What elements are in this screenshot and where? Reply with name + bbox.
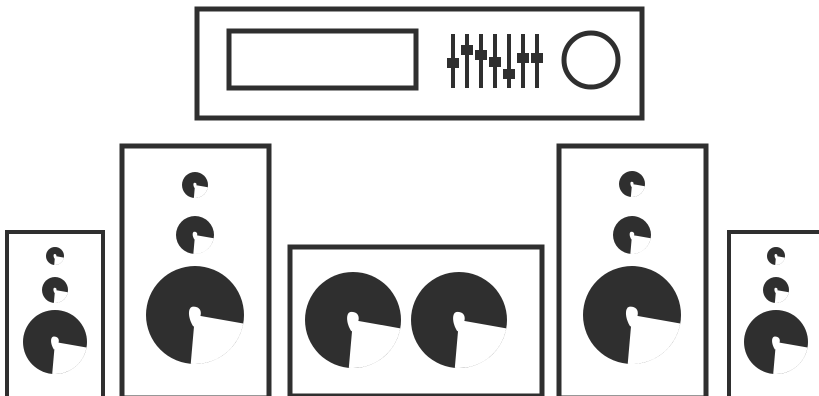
driver-cone-icon bbox=[42, 277, 68, 303]
speaker-front-left-icon bbox=[122, 146, 269, 396]
driver-cone-icon bbox=[23, 310, 87, 374]
driver-cone-icon bbox=[305, 272, 401, 368]
driver-cone-icon bbox=[182, 172, 208, 198]
equalizer-sliders-icon bbox=[447, 34, 543, 88]
speaker-front-right-icon bbox=[559, 146, 706, 396]
driver-cone-icon bbox=[763, 277, 789, 303]
volume-knob-icon bbox=[564, 33, 618, 87]
driver-cone-icon bbox=[744, 310, 808, 374]
driver-cone-icon bbox=[411, 272, 507, 368]
speaker-rear-right-icon bbox=[729, 232, 819, 396]
subwoofer-icon bbox=[290, 247, 542, 396]
receiver-icon bbox=[197, 9, 642, 118]
driver-cone-icon bbox=[46, 247, 64, 265]
driver-cone-icon bbox=[619, 171, 645, 197]
driver-cone-icon bbox=[176, 216, 214, 254]
display-panel-icon bbox=[229, 31, 416, 88]
driver-cone-icon bbox=[146, 266, 244, 364]
driver-cone-icon bbox=[767, 247, 785, 265]
speaker-rear-left-icon bbox=[7, 232, 103, 396]
driver-cone-icon bbox=[583, 266, 681, 364]
driver-cone-icon bbox=[613, 216, 651, 254]
